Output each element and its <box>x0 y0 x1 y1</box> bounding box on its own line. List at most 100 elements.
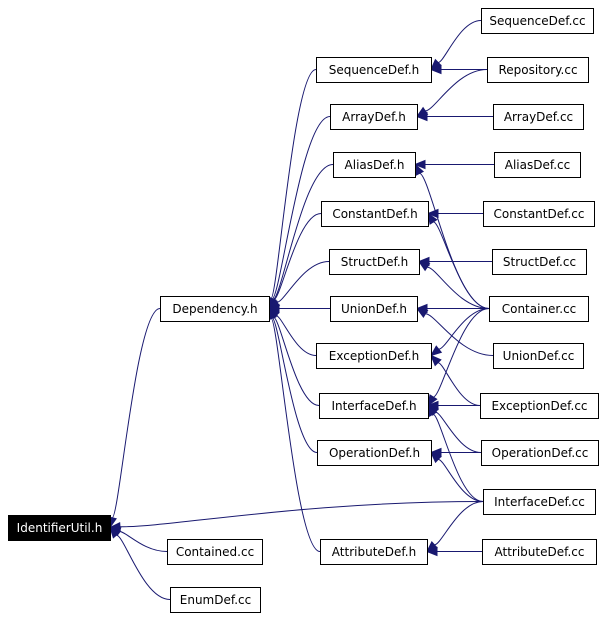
node-label: AttributeDef.cc <box>495 545 585 559</box>
edge-arraydef_h-to-dependency_h <box>267 116 331 310</box>
node-label: Dependency.h <box>172 302 257 316</box>
arrowhead <box>108 522 121 532</box>
node-aliasdef-h[interactable]: AliasDef.h <box>333 152 416 178</box>
node-identifierutil-h[interactable]: IdentifierUtil.h <box>8 515 111 541</box>
node-dependency-h[interactable]: Dependency.h <box>160 296 270 322</box>
nodes-layer: IdentifierUtil.h Dependency.hContained.cc… <box>8 8 599 613</box>
edge-container_cc-to-aliasdef_h <box>414 163 490 309</box>
node-box <box>480 393 599 419</box>
node-box <box>167 539 263 565</box>
node-box <box>492 249 587 275</box>
node-label: StructDef.cc <box>503 255 576 269</box>
node-label: IdentifierUtil.h <box>17 521 103 535</box>
arrowhead <box>429 345 443 357</box>
edge-exceptiondef_cc-to-exceptiondef_h <box>430 354 481 406</box>
node-operationdef-h[interactable]: OperationDef.h <box>317 440 432 466</box>
node-box <box>483 489 596 515</box>
edge-operationdef_h-to-dependency_h <box>267 307 318 453</box>
node-uniondef-h[interactable]: UnionDef.h <box>330 296 418 322</box>
node-label: InterfaceDef.h <box>331 399 416 413</box>
node-label: ArrayDef.cc <box>504 110 573 124</box>
node-structdef-h[interactable]: StructDef.h <box>329 249 420 275</box>
node-box <box>316 57 432 83</box>
node-box <box>321 201 429 227</box>
node-box <box>493 104 584 130</box>
edge-dependency_h-to-identifierutil_h <box>107 308 161 529</box>
node-sequencedef-h[interactable]: SequenceDef.h <box>316 57 432 83</box>
edge-constantdef_cc-to-constantdef_h <box>426 208 483 219</box>
node-interfacedef-h[interactable]: InterfaceDef.h <box>319 393 429 419</box>
arrowhead <box>413 159 426 170</box>
edge-uniondef_h-to-dependency_h <box>267 303 330 314</box>
node-constantdef-h[interactable]: ConstantDef.h <box>321 201 429 227</box>
edge-interfacedef_cc-to-identifierutil_h <box>108 501 484 532</box>
node-box <box>481 8 594 34</box>
node-box <box>319 393 429 419</box>
node-box <box>487 57 589 83</box>
edge-interfacedef_cc-to-attributedef_h <box>425 501 484 553</box>
node-label: AliasDef.h <box>345 158 405 172</box>
node-arraydef-cc[interactable]: ArrayDef.cc <box>493 104 584 130</box>
arrowhead <box>417 260 431 272</box>
node-box <box>483 201 595 227</box>
edge-contained_cc-to-identifierutil_h <box>108 526 168 552</box>
edge-container_cc-to-exceptiondef_h <box>429 308 490 357</box>
node-label: UnionDef.h <box>341 302 407 316</box>
node-label: EnumDef.cc <box>180 593 251 607</box>
edge-container_cc-to-constantdef_h <box>427 212 490 309</box>
arrowhead <box>429 64 442 75</box>
node-box <box>489 296 589 322</box>
edge-interfacedef_cc-to-operationdef_h <box>430 451 484 502</box>
node-label: Container.cc <box>502 302 577 316</box>
edge-attributedef_cc-to-attributedef_h <box>425 546 482 557</box>
node-label: ConstantDef.cc <box>494 207 585 221</box>
node-box <box>317 440 432 466</box>
node-box <box>493 343 584 369</box>
node-label: SequenceDef.h <box>329 63 420 77</box>
node-box <box>482 539 597 565</box>
arrowhead <box>109 526 121 539</box>
node-attributedef-cc[interactable]: AttributeDef.cc <box>482 539 597 565</box>
arrowhead <box>427 212 438 225</box>
node-box <box>170 587 261 613</box>
node-label: OperationDef.cc <box>492 446 589 460</box>
node-box <box>494 152 581 178</box>
node-enumdef-cc[interactable]: EnumDef.cc <box>170 587 261 613</box>
node-structdef-cc[interactable]: StructDef.cc <box>492 249 587 275</box>
node-uniondef-cc[interactable]: UnionDef.cc <box>493 343 584 369</box>
edges-layer <box>107 20 494 600</box>
arrowhead <box>415 111 428 122</box>
node-repository-cc[interactable]: Repository.cc <box>487 57 589 83</box>
node-container-cc[interactable]: Container.cc <box>489 296 589 322</box>
node-constantdef-cc[interactable]: ConstantDef.cc <box>483 201 595 227</box>
edge-structdef_h-to-dependency_h <box>267 261 330 310</box>
node-label: AttributeDef.h <box>332 545 416 559</box>
node-label: StructDef.h <box>341 255 409 269</box>
node-sequencedef-cc[interactable]: SequenceDef.cc <box>481 8 594 34</box>
node-box <box>330 104 418 130</box>
node-interfacedef-cc[interactable]: InterfaceDef.cc <box>483 489 596 515</box>
node-box <box>329 249 420 275</box>
node-box <box>330 296 418 322</box>
node-exceptiondef-h[interactable]: ExceptionDef.h <box>316 343 432 369</box>
node-box <box>316 343 432 369</box>
node-attributedef-h[interactable]: AttributeDef.h <box>320 539 428 565</box>
node-label: Contained.cc <box>176 545 254 559</box>
arrowhead <box>430 451 442 464</box>
node-label: UnionDef.cc <box>503 349 575 363</box>
arrowhead <box>426 208 439 219</box>
node-contained-cc[interactable]: Contained.cc <box>167 539 263 565</box>
node-label: ExceptionDef.h <box>329 349 419 363</box>
edge-aliasdef_cc-to-aliasdef_h <box>413 159 494 170</box>
node-box <box>333 152 416 178</box>
node-label: AliasDef.cc <box>505 158 570 172</box>
edge-arraydef_cc-to-arraydef_h <box>415 111 493 122</box>
node-exceptiondef-cc[interactable]: ExceptionDef.cc <box>480 393 599 419</box>
node-aliasdef-cc[interactable]: AliasDef.cc <box>494 152 581 178</box>
node-box <box>320 539 428 565</box>
node-label: Repository.cc <box>498 63 577 77</box>
node-operationdef-cc[interactable]: OperationDef.cc <box>481 440 599 466</box>
node-arraydef-h[interactable]: ArrayDef.h <box>330 104 418 130</box>
node-label: ConstantDef.h <box>332 207 417 221</box>
